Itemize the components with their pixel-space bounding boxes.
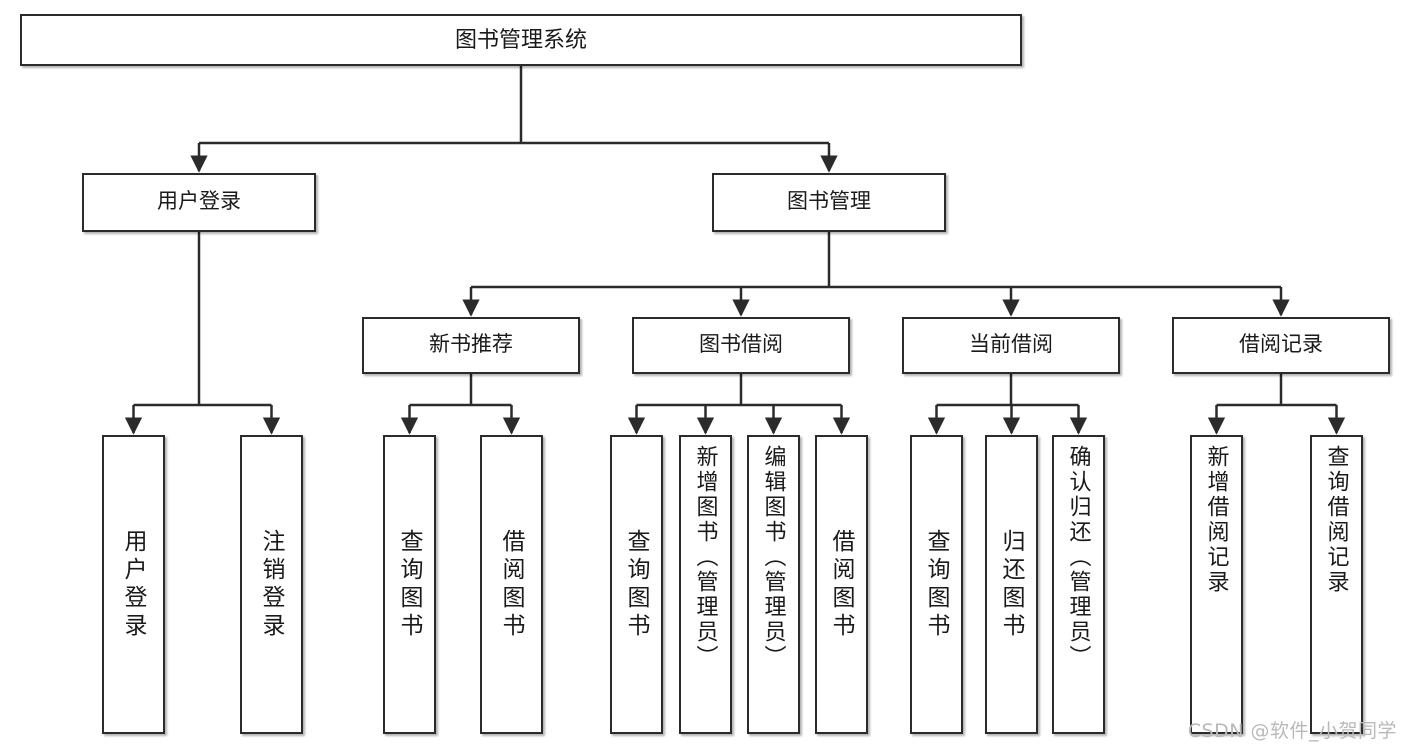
node-newbook[interactable]: 新书推荐	[362, 317, 580, 374]
node-label: 借阅图书	[829, 528, 855, 641]
node-bookmgmt[interactable]: 图书管理	[712, 173, 946, 232]
node-borrow[interactable]: 图书借阅	[632, 317, 850, 374]
node-l-bo-lend[interactable]: 借阅图书	[815, 435, 868, 734]
node-label: 查询图书	[624, 528, 650, 641]
node-label: 注销登录	[259, 528, 285, 641]
node-l-re-add[interactable]: 新增借阅记录	[1190, 435, 1243, 734]
node-l-logout[interactable]: 注销登录	[240, 435, 303, 734]
node-l-re-query[interactable]: 查询借阅记录	[1310, 435, 1363, 734]
node-label: 图书借阅	[699, 333, 783, 357]
node-l-bo-query[interactable]: 查询图书	[610, 435, 663, 734]
node-root[interactable]: 图书管理系统	[20, 14, 1022, 66]
node-l-bo-edit[interactable]: 编辑图书（管理员）	[747, 435, 800, 734]
node-current[interactable]: 当前借阅	[902, 317, 1120, 374]
node-label: 新增借阅记录	[1204, 445, 1230, 595]
node-label: 用户登录	[121, 528, 147, 641]
node-l-bo-add[interactable]: 新增图书（管理员）	[679, 435, 732, 734]
node-label: 确认归还（管理员）	[1066, 445, 1092, 670]
watermark-text: CSDN @软件_小贺同学	[1187, 720, 1397, 742]
node-label: 用户登录	[157, 190, 241, 214]
node-l-nb-borrow[interactable]: 借阅图书	[480, 435, 543, 734]
node-label: 当前借阅	[969, 333, 1053, 357]
node-label: 借阅图书	[499, 528, 525, 641]
node-l-cu-return[interactable]: 归还图书	[985, 435, 1038, 734]
node-label: 查询图书	[924, 528, 950, 641]
node-label: 借阅记录	[1239, 333, 1323, 357]
node-label: 归还图书	[999, 528, 1025, 641]
node-l-login[interactable]: 用户登录	[102, 435, 165, 734]
node-label: 新书推荐	[429, 333, 513, 357]
node-label: 图书管理系统	[454, 27, 587, 53]
node-label: 新增图书（管理员）	[693, 445, 719, 670]
node-records[interactable]: 借阅记录	[1172, 317, 1390, 374]
node-l-nb-query[interactable]: 查询图书	[383, 435, 436, 734]
node-label: 编辑图书（管理员）	[761, 445, 787, 670]
node-l-cu-query[interactable]: 查询图书	[910, 435, 963, 734]
node-login[interactable]: 用户登录	[82, 173, 316, 232]
node-label: 图书管理	[787, 190, 871, 214]
node-l-cu-confirm[interactable]: 确认归还（管理员）	[1052, 435, 1105, 734]
node-label: 查询借阅记录	[1324, 445, 1350, 595]
node-label: 查询图书	[397, 528, 423, 641]
